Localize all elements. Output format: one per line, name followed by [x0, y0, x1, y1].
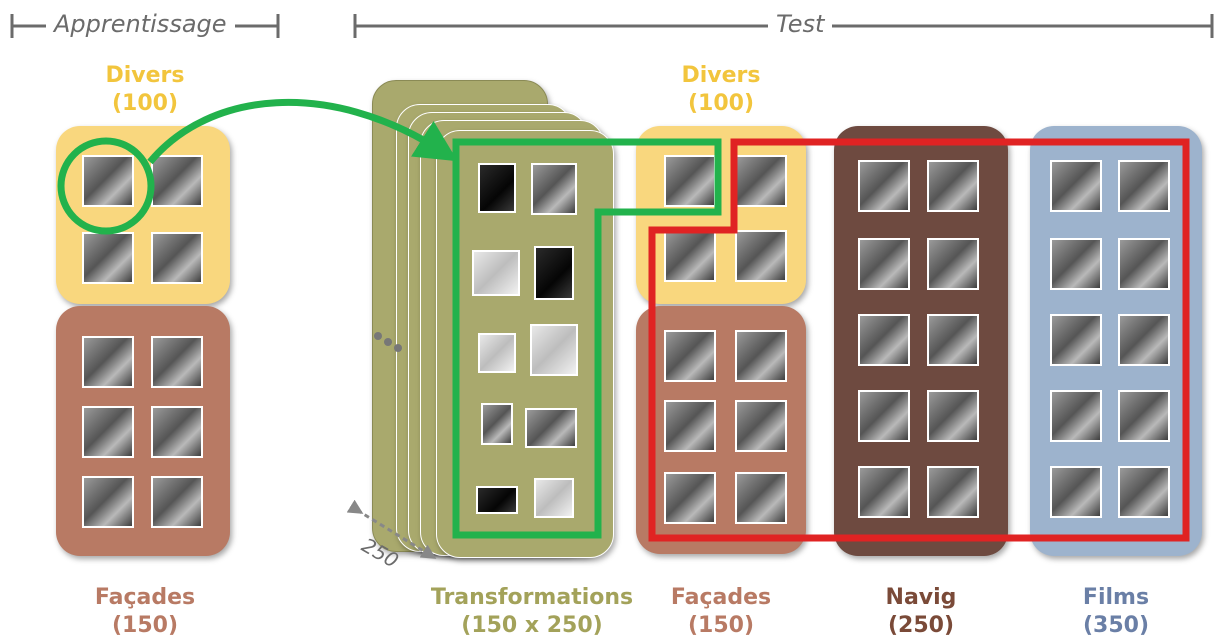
navig-label: Navig (250)	[834, 584, 1008, 640]
ellipsis-dot-3	[394, 344, 402, 352]
navig-thumb-6	[927, 314, 979, 366]
films-thumb-10	[1118, 466, 1170, 518]
films-thumb-3	[1050, 238, 1102, 290]
facades-left-thumb-1	[82, 336, 134, 388]
facades-left-name: Façades	[94, 585, 196, 610]
training-header: Apprentissage	[46, 8, 235, 40]
transform-thumb-8	[525, 408, 577, 448]
transformations-name: Transformations	[430, 585, 634, 610]
facades-left-thumb-2	[151, 336, 203, 388]
divers-left-thumb-4	[151, 232, 203, 284]
facades-left-count: (150)	[111, 613, 179, 638]
divers-left-thumb-2	[151, 155, 203, 207]
divers-right-thumb-1	[664, 155, 716, 207]
ellipsis-dot-2	[384, 338, 392, 346]
facades-right-thumb-1	[664, 330, 716, 382]
transformations-label: Transformations (150 x 250)	[420, 584, 644, 640]
test-header: Test	[768, 8, 833, 40]
navig-thumb-3	[858, 238, 910, 290]
navig-thumb-4	[927, 238, 979, 290]
facades-right-label: Façades (150)	[636, 584, 806, 640]
navig-count: (250)	[887, 613, 955, 638]
transform-thumb-9	[476, 486, 518, 514]
films-name: Films	[1082, 585, 1150, 610]
transform-thumb-2	[531, 163, 577, 215]
transform-thumb-6	[530, 324, 578, 376]
navig-thumb-10	[927, 466, 979, 518]
navig-thumb-2	[927, 160, 979, 212]
divers-left-name: Divers	[105, 63, 185, 88]
transfer-arrow	[147, 98, 458, 165]
ellipsis-dot-1	[374, 332, 382, 340]
facades-left-thumb-3	[82, 406, 134, 458]
films-thumb-5	[1050, 314, 1102, 366]
navig-thumb-5	[858, 314, 910, 366]
transform-thumb-1	[478, 163, 516, 213]
divers-right-thumb-2	[735, 155, 787, 207]
divers-right-name: Divers	[681, 63, 761, 88]
navig-thumb-1	[858, 160, 910, 212]
films-thumb-1	[1050, 160, 1102, 212]
green-outline	[452, 138, 722, 539]
films-count: (350)	[1082, 613, 1150, 638]
films-thumb-8	[1118, 390, 1170, 442]
red-outline	[648, 138, 1190, 542]
divers-left-thumb-1	[82, 155, 134, 207]
divers-right-count: (100)	[687, 91, 755, 116]
facades-left-thumb-5	[82, 476, 134, 528]
facades-left-thumb-6	[151, 476, 203, 528]
facades-right-thumb-5	[664, 472, 716, 524]
facades-left-thumb-4	[151, 406, 203, 458]
films-thumb-4	[1118, 238, 1170, 290]
facades-right-name: Façades	[670, 585, 772, 610]
navig-thumb-9	[858, 466, 910, 518]
transform-thumb-10	[534, 478, 574, 518]
stack-card-front	[436, 130, 614, 558]
transform-thumb-7	[481, 403, 513, 445]
navig-thumb-7	[858, 390, 910, 442]
facades-right-thumb-2	[735, 330, 787, 382]
transform-thumb-5	[478, 333, 516, 373]
facades-right-thumb-6	[735, 472, 787, 524]
facades-right-count: (150)	[687, 613, 755, 638]
divers-right-label: Divers (100)	[636, 62, 806, 118]
divers-right-thumb-4	[735, 230, 787, 282]
selection-circle	[57, 137, 155, 235]
films-thumb-6	[1118, 314, 1170, 366]
depth-label: 250	[358, 533, 403, 573]
facades-left-label: Façades (150)	[60, 584, 230, 640]
transform-thumb-4	[534, 246, 574, 300]
navig-name: Navig	[885, 585, 957, 610]
films-label: Films (350)	[1030, 584, 1202, 640]
films-thumb-9	[1050, 466, 1102, 518]
divers-left-count: (100)	[111, 91, 179, 116]
transform-thumb-3	[472, 250, 520, 296]
navig-thumb-8	[927, 390, 979, 442]
divers-right-thumb-3	[664, 230, 716, 282]
films-thumb-7	[1050, 390, 1102, 442]
divers-left-label: Divers (100)	[60, 62, 230, 118]
transformations-count: (150 x 250)	[461, 613, 603, 638]
facades-right-thumb-3	[664, 400, 716, 452]
facades-right-thumb-4	[735, 400, 787, 452]
films-thumb-2	[1118, 160, 1170, 212]
